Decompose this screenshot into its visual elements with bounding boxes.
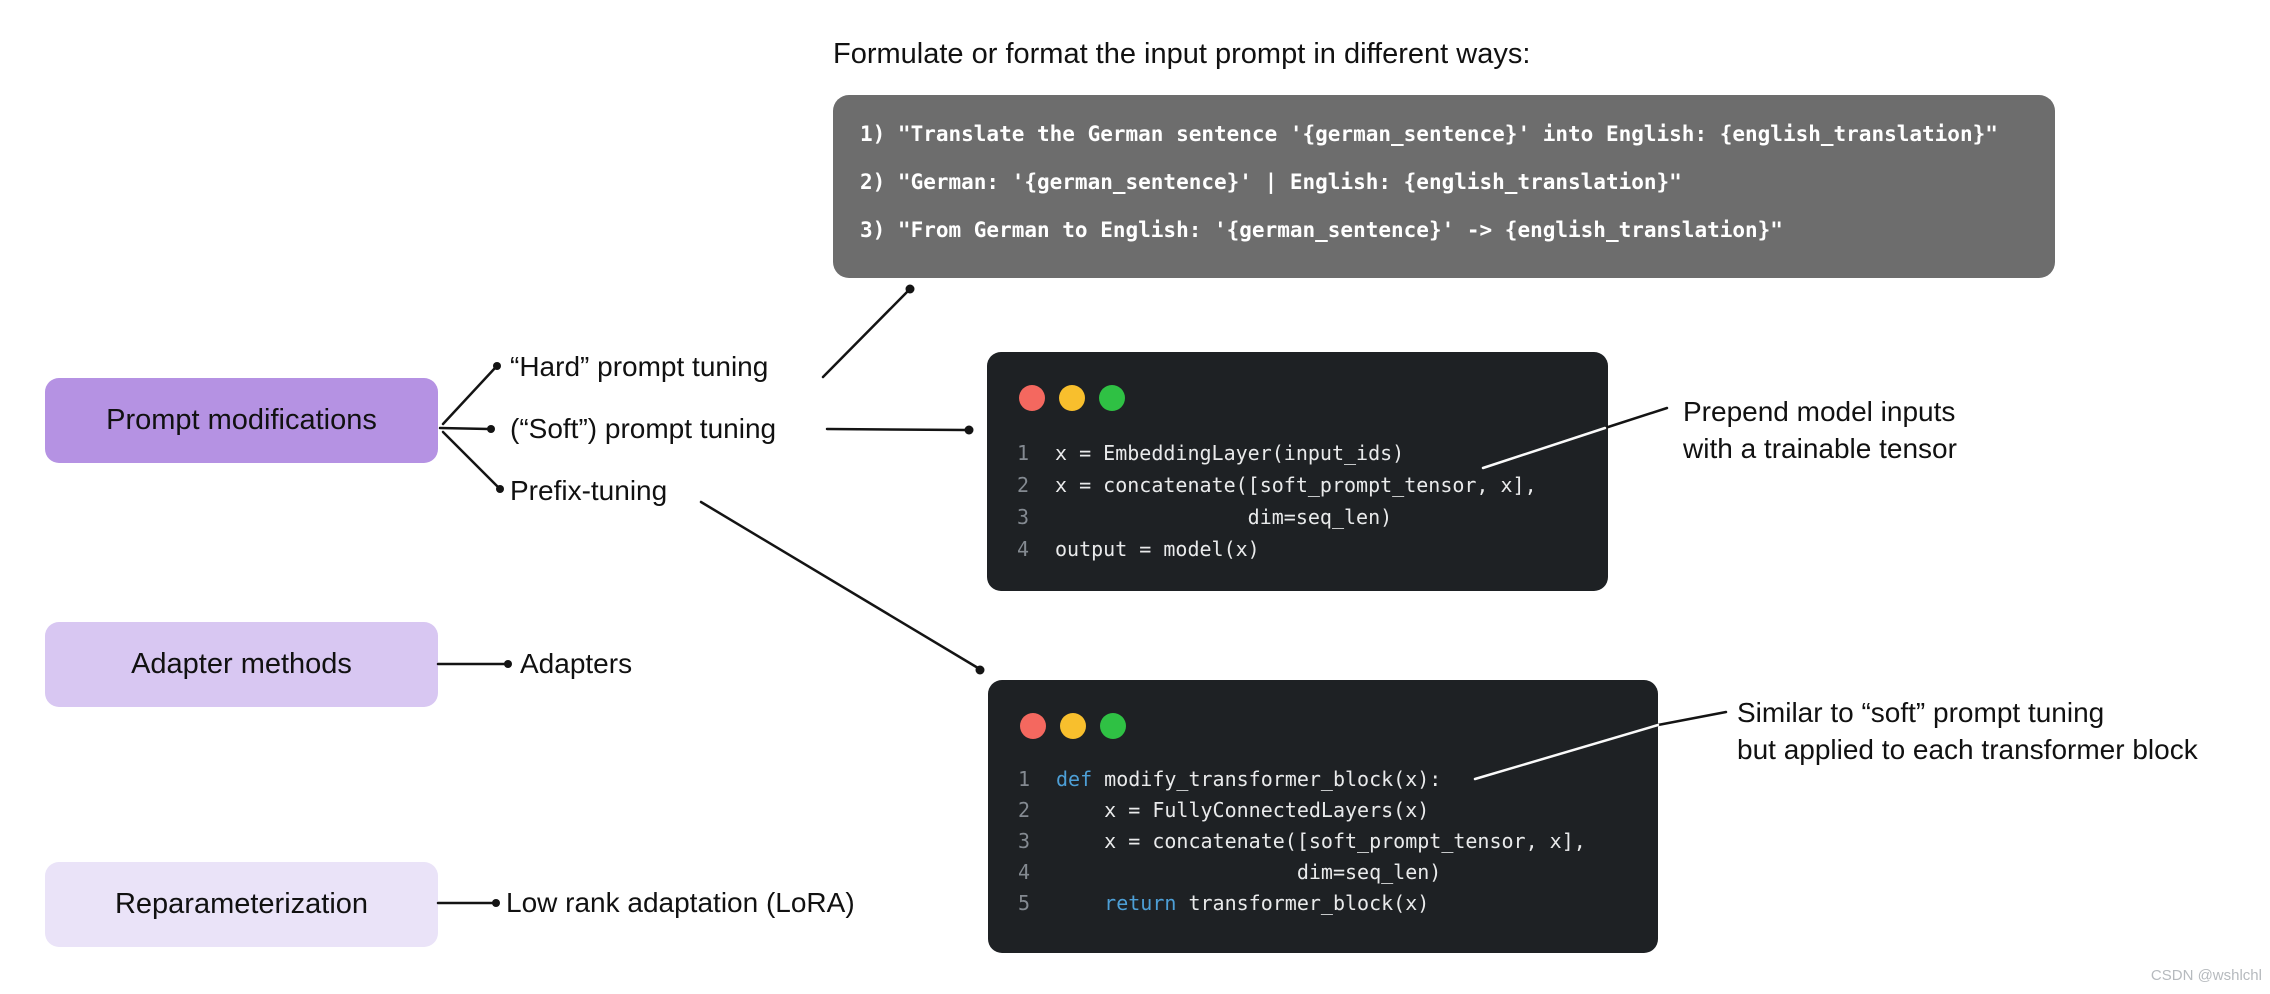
- window-traffic-lights: [1020, 713, 1126, 739]
- minimize-window-icon: [1059, 385, 1085, 411]
- connector-dot: [492, 899, 500, 907]
- code-lines-prefix: 1 def modify_transformer_block(x): 2 x = F…: [988, 764, 1658, 919]
- maximize-window-icon: [1099, 385, 1125, 411]
- leader-annotation-prefix-black: [1656, 710, 1728, 727]
- code-line: 2 x = FullyConnectedLayers(x): [988, 795, 1658, 826]
- diagram-title: Formulate or format the input prompt in …: [833, 38, 1531, 70]
- code-line: 4 dim=seq_len): [988, 857, 1658, 888]
- line-number: 5: [1018, 891, 1031, 915]
- code-line: 2 x = concatenate([soft_prompt_tensor, x]…: [987, 469, 1608, 501]
- category-label: Adapter methods: [131, 648, 352, 680]
- prompt-format-line: 3) "From German to English: '{german_sen…: [860, 218, 1783, 242]
- connector-box1-to-prefix: [441, 430, 500, 489]
- leader-annotation-soft-black: [1603, 406, 1669, 430]
- minimize-window-icon: [1060, 713, 1086, 739]
- code-line: 1 x = EmbeddingLayer(input_ids): [987, 437, 1608, 469]
- annotation-soft-prompt: Prepend model inputs with a trainable te…: [1683, 393, 1957, 467]
- connector-box1-to-hard: [441, 366, 497, 426]
- csdn-watermark: CSDN @wshlchl: [2150, 967, 2262, 984]
- code-line: 3 dim=seq_len): [987, 501, 1608, 533]
- window-traffic-lights: [1019, 385, 1125, 411]
- method-label-adapters: Adapters: [520, 648, 633, 679]
- category-label: Prompt modifications: [106, 404, 377, 436]
- connector-dot: [496, 485, 504, 493]
- line-number: 3: [1017, 505, 1030, 529]
- annotation-prefix-tuning: Similar to “soft” prompt tuning but appl…: [1737, 694, 2198, 768]
- method-label-soft-prompt-tuning: (“Soft”) prompt tuning: [510, 413, 777, 444]
- method-label-hard-prompt-tuning: “Hard” prompt tuning: [510, 351, 769, 382]
- method-label-prefix-tuning: Prefix-tuning: [510, 475, 668, 506]
- annotation-line: but applied to each transformer block: [1737, 734, 2198, 765]
- code-line: 3 x = concatenate([soft_prompt_tensor, x…: [988, 826, 1658, 857]
- line-number: 1: [1018, 767, 1031, 791]
- connector-hard-to-promptbox: [821, 289, 910, 379]
- line-number: 2: [1018, 798, 1031, 822]
- close-window-icon: [1020, 713, 1046, 739]
- code-text: transformer_block(x): [1176, 891, 1430, 915]
- code-lines-soft: 1 x = EmbeddingLayer(input_ids) 2 x = conca…: [987, 437, 1608, 565]
- code-keyword: def: [1056, 767, 1093, 791]
- connector-dot: [487, 425, 495, 433]
- line-number: 4: [1017, 537, 1030, 561]
- code-text: modify_transformer_block(x):: [1092, 767, 1442, 791]
- line-number: 4: [1018, 860, 1031, 884]
- code-text: x = concatenate([soft_prompt_tensor, x],: [1056, 829, 1586, 853]
- category-label: Reparameterization: [114, 888, 369, 920]
- code-text: x = EmbeddingLayer(input_ids): [1055, 441, 1405, 465]
- category-box-prompt-modifications: Prompt modifications: [45, 378, 438, 463]
- method-label-lora: Low rank adaptation (LoRA): [506, 887, 855, 918]
- code-text: x = FullyConnectedLayers(x): [1056, 798, 1430, 822]
- connector-dot: [905, 284, 915, 294]
- line-number: 3: [1018, 829, 1031, 853]
- annotation-line: Prepend model inputs: [1683, 396, 1956, 427]
- connector-box1-to-soft: [438, 426, 491, 431]
- line-number: 1: [1017, 441, 1030, 465]
- code-block-soft-prompt: 1 x = EmbeddingLayer(input_ids) 2 x = conca…: [987, 352, 1608, 591]
- code-line: 5 return transformer_block(x): [988, 888, 1658, 919]
- connector-dot: [493, 362, 501, 370]
- code-keyword: return: [1104, 891, 1177, 915]
- code-text: [1056, 891, 1104, 915]
- maximize-window-icon: [1100, 713, 1126, 739]
- code-text: x = concatenate([soft_prompt_tensor, x],: [1055, 473, 1537, 497]
- code-text: output = model(x): [1055, 537, 1260, 561]
- code-line: 4 output = model(x): [987, 533, 1608, 565]
- connector-dot: [975, 665, 985, 675]
- prompt-format-line: 1) "Translate the German sentence '{germ…: [860, 122, 1998, 146]
- connector-soft-to-codeblock: [825, 427, 968, 432]
- line-number: 2: [1017, 473, 1030, 497]
- code-text: dim=seq_len): [1055, 505, 1393, 529]
- connector-prefix-to-codeblock: [699, 500, 980, 670]
- annotation-line: Similar to “soft” prompt tuning: [1737, 697, 2105, 728]
- category-box-reparameterization: Reparameterization: [45, 862, 438, 947]
- annotation-line: with a trainable tensor: [1683, 433, 1957, 464]
- prompt-format-box: 1) "Translate the German sentence '{germ…: [833, 95, 2055, 278]
- prompt-format-lines: 1) "Translate the German sentence '{germ…: [833, 110, 2055, 254]
- connector-dot: [504, 660, 512, 668]
- code-text: dim=seq_len): [1056, 860, 1442, 884]
- close-window-icon: [1019, 385, 1045, 411]
- connector-dot: [964, 425, 974, 435]
- prompt-format-line: 2) "German: '{german_sentence}' | Englis…: [860, 170, 1682, 194]
- code-block-prefix-tuning: 1 def modify_transformer_block(x): 2 x = F…: [988, 680, 1658, 953]
- code-line: 1 def modify_transformer_block(x):: [988, 764, 1658, 795]
- category-box-adapter-methods: Adapter methods: [45, 622, 438, 707]
